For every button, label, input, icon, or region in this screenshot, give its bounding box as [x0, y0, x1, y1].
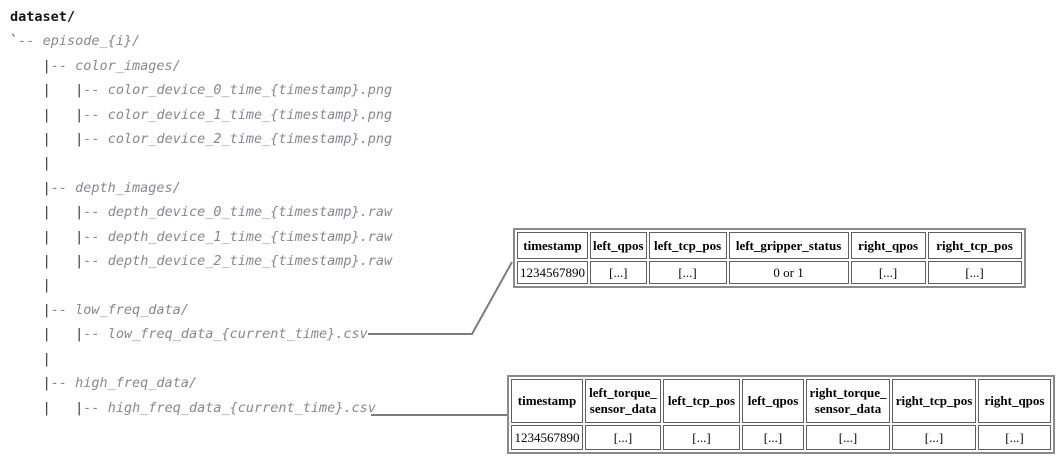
- table-header-cell: left_tcp_pos: [648, 232, 727, 259]
- tree-item-label: color_device_1_time_{timestamp}.png: [107, 106, 393, 123]
- tree-branch-mark: |: [75, 82, 84, 99]
- tree-line: |: [10, 151, 392, 175]
- tree-branch-mark: `: [10, 33, 19, 50]
- table-data-cell: [...]: [648, 261, 727, 284]
- tree-branch-mark: |: [42, 375, 51, 392]
- table-data-cell: [...]: [978, 425, 1051, 450]
- tree-branch-mark: |: [75, 106, 84, 123]
- tree-branch-mark: |: [42, 350, 51, 367]
- table-header-cell: right_tcp_pos: [892, 379, 976, 423]
- tree-branch-mark: |: [42, 228, 51, 245]
- tree-line: |: [10, 347, 392, 371]
- table-data-cell: [...]: [590, 261, 647, 284]
- tree-line: |: [10, 273, 392, 297]
- tree-item-label: color_images/: [75, 57, 181, 74]
- table-data-cell: [...]: [806, 425, 890, 450]
- table-data-cell: [...]: [892, 425, 976, 450]
- tree-item-label: low_freq_data/: [75, 301, 189, 318]
- tree-root-label: dataset/: [10, 9, 76, 25]
- table-data-cell: [...]: [663, 425, 740, 450]
- table-data-cell: 0 or 1: [728, 261, 849, 284]
- table-header-cell: right_torque_ sensor_data: [806, 379, 890, 423]
- tree-line: | |-- color_device_1_time_{timestamp}.pn…: [42, 106, 393, 123]
- tree-branch-mark: |: [42, 131, 51, 148]
- table-header-cell: left_qpos: [590, 232, 647, 259]
- tree-branch-mark: |: [75, 326, 84, 343]
- tree-line: | |-- low_freq_data_{current_time}.csv: [42, 326, 368, 343]
- tree-line: | |-- color_device_0_time_{timestamp}.pn…: [42, 82, 393, 99]
- table-header-cell: left_gripper_status: [728, 232, 849, 259]
- tree-item-label: low_freq_data_{current_time}.csv: [107, 326, 368, 343]
- tree-branch-mark: |: [75, 399, 84, 416]
- tree-item-label: high_freq_data/: [75, 375, 198, 392]
- tree-line: | |-- depth_device_1_time_{timestamp}.ra…: [42, 228, 393, 245]
- tree-item-label: depth_images/: [75, 179, 181, 196]
- table-header-cell: left_torque_ sensor_data: [585, 379, 661, 423]
- tree-line: |-- depth_images/: [42, 179, 181, 196]
- tree-branch-mark: |: [75, 204, 84, 221]
- tree-item-label: color_device_0_time_{timestamp}.png: [107, 82, 393, 99]
- tree-item-label: high_freq_data_{current_time}.csv: [107, 399, 376, 416]
- table-header-cell: left_tcp_pos: [663, 379, 740, 423]
- tree-branch-mark: |: [42, 277, 51, 294]
- table-data-cell: 1234567890: [511, 425, 583, 450]
- table-data-cell: [...]: [585, 425, 661, 450]
- table-header-cell: right_qpos: [978, 379, 1051, 423]
- tree-branch-mark: |: [42, 253, 51, 270]
- tree-line: |-- high_freq_data/: [42, 375, 198, 392]
- tree-line: `-- episode_{i}/: [10, 33, 141, 50]
- tree-branch-mark: |: [75, 228, 84, 245]
- tree-branch-mark: |: [42, 399, 51, 416]
- table-data-cell: [...]: [927, 261, 1022, 284]
- table-header-cell: right_tcp_pos: [927, 232, 1022, 259]
- tree-item-label: depth_device_2_time_{timestamp}.raw: [107, 253, 393, 270]
- tree-branch-mark: |: [42, 155, 51, 172]
- tree-line: | |-- depth_device_2_time_{timestamp}.ra…: [42, 253, 393, 270]
- tree-item-label: color_device_2_time_{timestamp}.png: [107, 131, 393, 148]
- tree-line: |-- color_images/: [42, 57, 181, 74]
- file-tree: dataset/ `-- episode_{i}/ |-- color_image…: [10, 5, 392, 420]
- tree-branch-mark: |: [75, 131, 84, 148]
- tree-branch-mark: |: [42, 204, 51, 221]
- tree-branch-mark: |: [42, 326, 51, 343]
- tree-line: | |-- high_freq_data_{current_time}.csv: [42, 399, 376, 416]
- tree-item-label: episode_{i}/: [42, 33, 141, 50]
- table-data-cell: [...]: [742, 425, 804, 450]
- tree-branch-mark: |: [42, 179, 51, 196]
- tree-item-label: depth_device_1_time_{timestamp}.raw: [107, 228, 393, 245]
- table-header-cell: right_qpos: [850, 232, 926, 259]
- table-data-cell: 1234567890: [517, 261, 588, 284]
- tree-line: |-- low_freq_data/: [42, 301, 189, 318]
- table-data-cell: [...]: [850, 261, 926, 284]
- table-header-cell: timestamp: [511, 379, 583, 423]
- tree-line: | |-- depth_device_0_time_{timestamp}.ra…: [42, 204, 393, 221]
- tree-branch-mark: |: [42, 57, 51, 74]
- tree-item-label: depth_device_0_time_{timestamp}.raw: [107, 204, 393, 221]
- tree-branch-mark: |: [42, 301, 51, 318]
- tree-branch-mark: |: [42, 82, 51, 99]
- tree-branch-mark: |: [75, 253, 84, 270]
- tree-line: | |-- color_device_2_time_{timestamp}.pn…: [42, 131, 393, 148]
- table-header-cell: timestamp: [517, 232, 588, 259]
- tree-branch-mark: |: [42, 106, 51, 123]
- table-header-cell: left_qpos: [742, 379, 804, 423]
